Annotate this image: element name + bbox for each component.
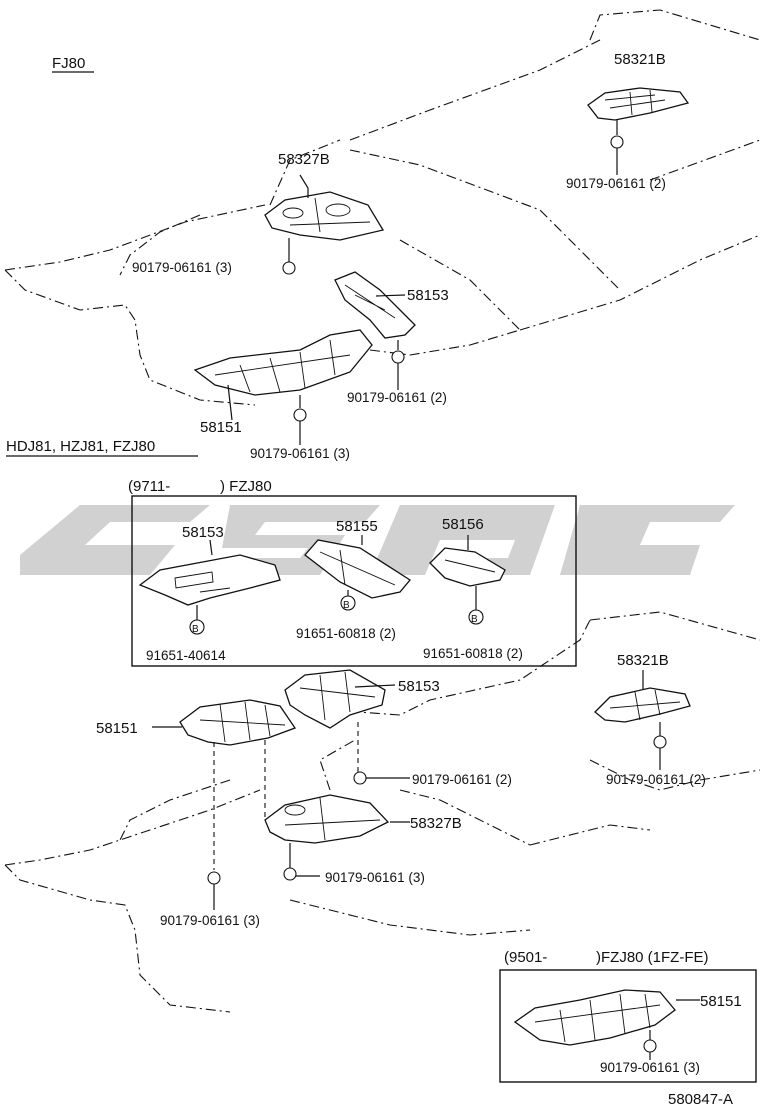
nut-label: 90179-06161 (2) xyxy=(566,176,666,191)
inset-9501-frame xyxy=(499,969,757,1083)
nut-label: 90179-06161 (3) xyxy=(325,870,425,885)
nut-label: 90179-06161 (3) xyxy=(132,260,232,275)
bolt-bubble-icon xyxy=(340,590,356,611)
inset-9711-frame xyxy=(131,495,577,667)
section-label-fj80: FJ80 xyxy=(52,55,85,72)
part-number-58151[interactable]: 58151 xyxy=(96,720,138,737)
inset-model-label: ) FZJ80 xyxy=(220,478,272,495)
part-number-58327B[interactable]: 58327B xyxy=(410,815,462,832)
nut-icon xyxy=(283,843,320,881)
bolt-bubble-icon xyxy=(468,586,484,625)
inset-date-label: (9711- xyxy=(128,478,170,495)
nut-icon xyxy=(282,238,296,275)
part-58153-bottom[interactable] xyxy=(284,669,386,729)
part-number-58155[interactable]: 58155 xyxy=(336,518,378,535)
nut-icon xyxy=(643,1030,657,1060)
nut-icon xyxy=(610,120,624,175)
part-number-58321B[interactable]: 58321B xyxy=(614,51,666,68)
section-label-hdj81: HDJ81, HZJ81, FZJ80 xyxy=(6,438,155,455)
floor-outline-bottom xyxy=(4,611,760,1013)
part-number-58151[interactable]: 58151 xyxy=(200,419,242,436)
inset2-model-label: )FZJ80 (1FZ-FE) xyxy=(596,949,709,966)
watermark-logo xyxy=(20,505,735,575)
nut-label: 90179-06161 (3) xyxy=(250,446,350,461)
part-number-58321B[interactable]: 58321B xyxy=(617,652,669,669)
part-number-58151[interactable]: 58151 xyxy=(700,993,742,1010)
nut-label: 90179-06161 (3) xyxy=(600,1060,700,1075)
part-58156-inset[interactable] xyxy=(429,547,506,587)
nut-icon xyxy=(391,340,405,390)
part-58327B-top[interactable] xyxy=(264,191,385,241)
nut-icon xyxy=(653,722,667,770)
bolt-label: 91651-40614 xyxy=(146,648,226,663)
inset2-date-label: (9501- xyxy=(504,949,547,966)
part-58151-bottom[interactable] xyxy=(179,699,297,746)
part-58321B-bottom[interactable] xyxy=(594,687,691,723)
figure-id: 580847-A xyxy=(668,1091,733,1108)
nut-icon xyxy=(293,395,307,445)
part-58153-top[interactable] xyxy=(334,271,416,339)
part-58151-top[interactable] xyxy=(193,329,373,396)
part-58151-inset2[interactable] xyxy=(513,989,676,1046)
bolt-label: 91651-60818 (2) xyxy=(296,626,396,641)
part-58153-inset[interactable] xyxy=(138,554,281,606)
part-number-58153[interactable]: 58153 xyxy=(398,678,440,695)
bolt-bubble-icon xyxy=(189,605,205,635)
bubble-label: B xyxy=(192,624,199,635)
part-number-58156[interactable]: 58156 xyxy=(442,516,484,533)
part-58155-inset[interactable] xyxy=(304,539,411,599)
nut-label: 90179-06161 (2) xyxy=(606,772,706,787)
part-58321B-top[interactable] xyxy=(587,87,690,121)
nut-label: 90179-06161 (2) xyxy=(412,772,512,787)
part-number-58153[interactable]: 58153 xyxy=(182,524,224,541)
nut-label: 90179-06161 (3) xyxy=(160,913,260,928)
bolt-label: 91651-60818 (2) xyxy=(423,646,523,661)
part-number-58327B[interactable]: 58327B xyxy=(278,151,330,168)
nut-icon xyxy=(207,871,221,910)
bubble-label: B xyxy=(471,614,478,625)
floor-outline-top xyxy=(4,9,760,406)
nut-label: 90179-06161 (2) xyxy=(347,390,447,405)
part-number-58153[interactable]: 58153 xyxy=(407,287,449,304)
nut-icon xyxy=(353,771,410,785)
part-58327B-bottom[interactable] xyxy=(264,794,390,844)
bubble-label: B xyxy=(343,600,350,611)
